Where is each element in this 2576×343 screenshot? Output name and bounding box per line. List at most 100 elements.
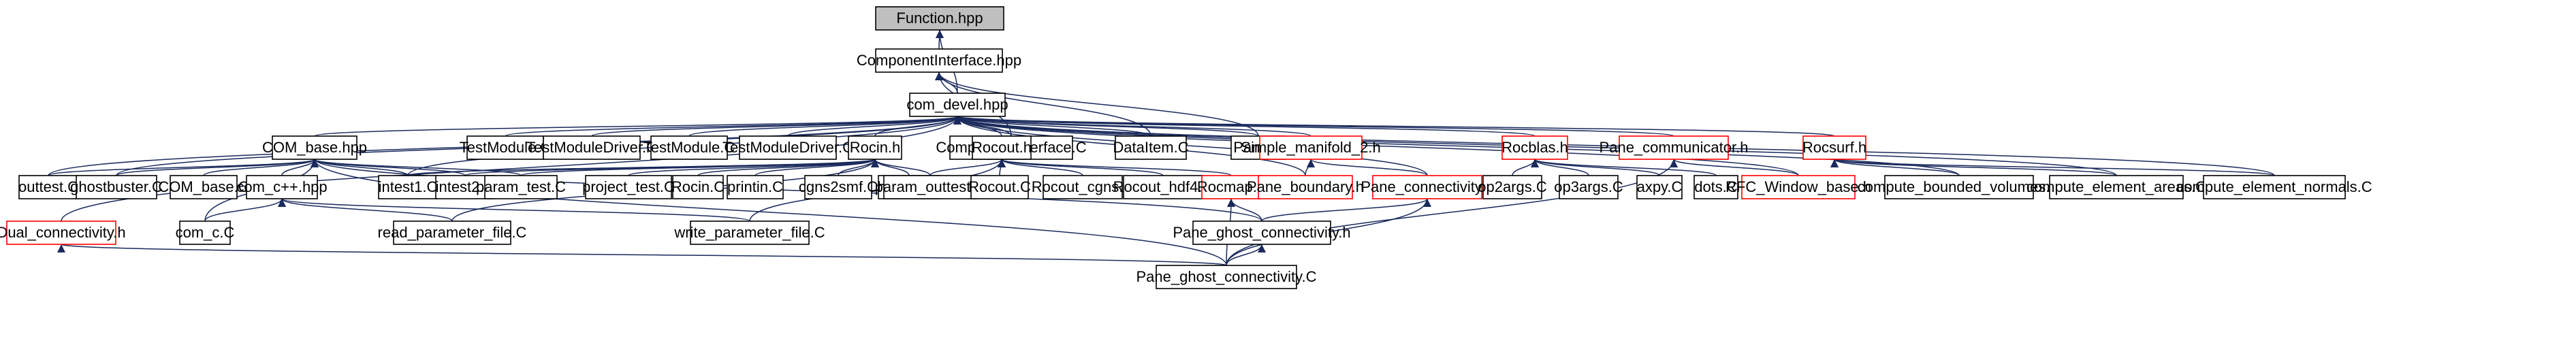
node-dataitem_c[interactable]: DataItem.C (1113, 135, 1189, 160)
node-box (1501, 135, 1568, 160)
edge-dataitem_c-to-com_devel_hpp (953, 116, 1151, 137)
edge-write_parameter_file_c-to-com_cpp_hpp (278, 198, 750, 222)
edge-axpy_c-to-rocblas_h (1531, 159, 1660, 176)
node-rfc_window_base_h[interactable]: RFC_Window_base.h (1726, 175, 1871, 199)
node-componentinterface_hpp[interactable]: ComponentInterface.hpp (857, 48, 1021, 73)
node-testmoduledriver_c_2[interactable]: TestModuleDriver.C (722, 135, 853, 160)
node-ghostbuster_c[interactable]: ghostbuster.C (70, 175, 163, 199)
edge-read_parameter_file_c-to-com_cpp_hpp (278, 198, 453, 222)
node-box (1559, 175, 1619, 199)
node-pane_ghost_connectivity_h[interactable]: Pane_ghost_connectivity.h (1173, 220, 1351, 245)
edge-pane_ghost_connectivity_c-to-com_base_hpp (311, 159, 1227, 266)
node-dual_connectivity_h[interactable]: Dual_connectivity.h (0, 220, 126, 245)
node-label: dots.C (1694, 178, 1738, 195)
edge-testmodule_c_1-to-com_devel_hpp (505, 116, 961, 137)
node-axpy_c[interactable]: axpy.C (1636, 175, 1683, 199)
node-label: outtest.C (18, 178, 78, 195)
node-label: RFC_Window_base.h (1726, 178, 1871, 195)
node-label: Function.hpp (896, 10, 983, 27)
node-box (76, 175, 157, 199)
edge-com_base_c-to-com_base_hpp (203, 159, 319, 176)
node-rocsurf_h[interactable]: Rocsurf.h (1802, 135, 1866, 160)
node-printin_c[interactable]: printin.C (727, 175, 784, 199)
edge-rocsurf_h-to-com_devel_hpp (954, 116, 1835, 137)
node-rocmap_h[interactable]: Rocmap.h (1197, 175, 1265, 199)
edge-rfc_window_base_h-to-pane_communicator_h (1670, 159, 1799, 176)
node-box (170, 175, 238, 199)
node-rocin_h[interactable]: Rocin.h (848, 135, 902, 160)
node-box (1156, 265, 1297, 289)
node-box (1482, 175, 1542, 199)
node-compute_element_areas_c[interactable]: compute_element_areas.C (2026, 175, 2206, 199)
edge-pane_ghost_connectivity_c-to-pane_ghost_connectivity_h (1226, 244, 1266, 266)
node-pane_ghost_connectivity_c[interactable]: Pane_ghost_connectivity.C (1136, 265, 1317, 289)
node-pane_communicator_h[interactable]: Pane_communicator.h (1600, 135, 1749, 160)
node-project_test_c[interactable]: project_test.C (582, 175, 675, 199)
node-com_c_c[interactable]: com_c.C (176, 220, 235, 245)
node-intest1_c[interactable]: intest1.C (378, 175, 438, 199)
node-testmodule_c_1[interactable]: TestModule.C (460, 135, 552, 160)
node-label: Rocout.h (972, 139, 1032, 156)
node-box (18, 175, 78, 199)
node-box (650, 135, 728, 160)
node-label: Rocblas.h (1501, 139, 1568, 156)
node-box (1043, 175, 1123, 199)
node-rocout_h[interactable]: Rocout.h (972, 135, 1032, 160)
edge-write_parameter_file_c-to-rocout_h (749, 159, 1006, 222)
node-compute_element_normals_c[interactable]: compute_element_normals.C (2176, 175, 2372, 199)
node-outtest_c[interactable]: outtest.C (18, 175, 78, 199)
node-param_outtest_c[interactable]: param_outtest.C (875, 175, 986, 199)
node-testmoduledriver_c_1[interactable]: TestModuleDriver.C (526, 135, 657, 160)
edge-param_test_c-to-rocin_h (520, 159, 879, 176)
node-label: Rocout_cgns.C (1032, 178, 1134, 195)
node-box (875, 6, 1004, 31)
node-compute_bounded_volumes_c[interactable]: compute_bounded_volumes.C (1858, 175, 2061, 199)
node-label: Pane_connectivity.h (1361, 178, 1493, 195)
node-label: DataItem.C (1113, 139, 1188, 156)
node-rocblas_h[interactable]: Rocblas.h (1501, 135, 1568, 160)
node-write_parameter_file_c[interactable]: write_parameter_file.C (673, 220, 825, 245)
node-param_test_c[interactable]: param_test.C (476, 175, 566, 199)
node-op2args_c[interactable]: op2args.C (1478, 175, 1547, 199)
node-com_base_c[interactable]: COM_base.C (158, 175, 249, 199)
node-box (1741, 175, 1856, 199)
node-box (2049, 175, 2184, 199)
node-label: Pane_ghost_connectivity.C (1136, 268, 1317, 285)
node-com_base_hpp[interactable]: COM_base.hpp (262, 135, 367, 160)
node-label: ghostbuster.C (70, 178, 163, 195)
node-pane_connectivity_h[interactable]: Pane_connectivity.h (1361, 175, 1494, 199)
node-box (246, 175, 318, 199)
node-label: Rocout.C (968, 178, 1031, 195)
node-rocin_c[interactable]: Rocin.C (671, 175, 725, 199)
node-label: TestModule.C (460, 139, 552, 156)
node-rocout_hdf4_c[interactable]: Rocout_hdf4.C (1113, 175, 1213, 199)
node-label: TestModule.C (643, 139, 735, 156)
node-label: COM_base.C (158, 178, 249, 195)
node-box (466, 135, 544, 160)
node-box (883, 175, 977, 199)
node-label: Rocin.C (671, 178, 725, 195)
edge-rocin_c-to-rocin_h (697, 159, 879, 176)
node-cgns2smf_c[interactable]: cgns2smf.C (799, 175, 878, 199)
node-com_cpp_hpp[interactable]: com_c++.hpp (236, 175, 328, 199)
node-com_devel_hpp[interactable]: com_devel.hpp (906, 93, 1008, 117)
edge-dots_c-to-rocblas_h (1531, 159, 1717, 176)
node-box (690, 220, 810, 245)
node-label: op3args.C (1554, 178, 1623, 195)
node-rocout_cgns_c[interactable]: Rocout_cgns.C (1032, 175, 1134, 199)
node-function_hpp[interactable]: Function.hpp (875, 6, 1004, 31)
node-label: Dual_connectivity.h (0, 224, 126, 241)
node-label: com_c++.hpp (236, 178, 327, 195)
node-read_parameter_file_c[interactable]: read_parameter_file.C (378, 220, 527, 245)
node-pane_boundary_h[interactable]: Pane_boundary.h (1247, 175, 1364, 199)
node-box (848, 135, 902, 160)
node-dots_c[interactable]: dots.C (1694, 175, 1738, 199)
node-label: com_c.C (176, 224, 235, 241)
node-rocout_c[interactable]: Rocout.C (968, 175, 1031, 199)
node-simple_manifold_2_h[interactable]: Simple_manifold_2.h (1241, 135, 1381, 160)
edge-rocmap_h-to-rocout_h (998, 159, 1232, 176)
node-box (2203, 175, 2346, 199)
node-testmodule_c_2[interactable]: TestModule.C (643, 135, 735, 160)
node-box (179, 220, 231, 245)
node-op3args_c[interactable]: op3args.C (1554, 175, 1623, 199)
